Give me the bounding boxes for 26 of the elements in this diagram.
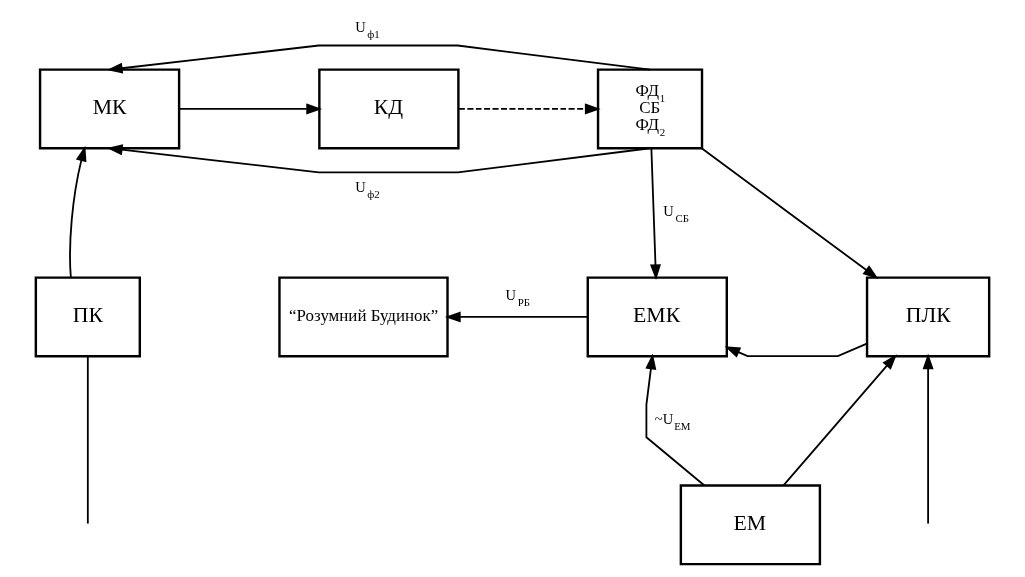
arrow: [724, 342, 868, 358]
edge-label: U$_{СБ}$: [663, 203, 689, 225]
arrow: [106, 44, 651, 74]
arrow: [444, 311, 589, 323]
connector: [86, 355, 89, 525]
arrow: [700, 147, 879, 279]
node-box: КД: [318, 68, 460, 150]
arrow: [782, 354, 897, 487]
edge-label: U$_{ф2}$: [355, 178, 380, 200]
node-box: ЕМК: [586, 276, 728, 358]
arrow: [922, 353, 934, 525]
node-box: ФД$_{1}$ СБ ФД$_{2}$: [596, 68, 704, 150]
arrow: [106, 144, 651, 174]
arrow: [457, 103, 601, 115]
arrow: [649, 147, 661, 281]
arrow: [69, 145, 87, 279]
edge-label: U$_{РБ}$: [505, 287, 530, 309]
arrow: [645, 353, 706, 487]
edge-label: ~U$_{ЕМ}$: [654, 411, 691, 433]
arrow: [178, 103, 322, 115]
node-box: МК: [38, 68, 181, 150]
edge-label: U$_{ф1}$: [355, 19, 380, 41]
node-box: ПК: [34, 276, 141, 358]
node-box: “Розумний Будинок”: [278, 276, 449, 358]
node-box: ЕМ: [679, 484, 822, 566]
node-box: ПЛК: [865, 276, 991, 358]
